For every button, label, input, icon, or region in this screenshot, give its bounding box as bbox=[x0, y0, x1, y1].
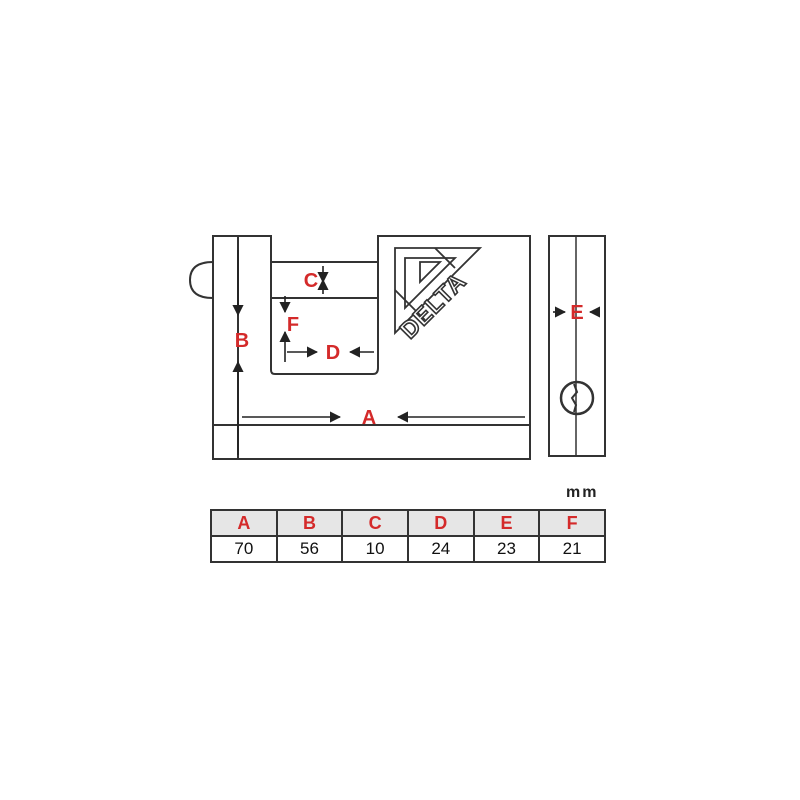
value-e: 23 bbox=[472, 535, 541, 563]
table-row: 70 56 10 24 23 21 bbox=[210, 535, 606, 563]
dim-label-a: A bbox=[362, 407, 376, 429]
unit-label: mm bbox=[566, 484, 599, 501]
dim-label-f: F bbox=[287, 314, 299, 336]
header-e: E bbox=[472, 509, 541, 537]
dim-label-d: D bbox=[326, 342, 340, 364]
keyhole-icon bbox=[559, 380, 595, 416]
value-c: 10 bbox=[341, 535, 409, 563]
padlock-body-outline bbox=[212, 235, 531, 460]
dimensions-table: A B C D E F 70 56 10 24 23 21 bbox=[210, 509, 606, 563]
header-d: D bbox=[406, 509, 475, 537]
dim-label-c: C bbox=[304, 270, 318, 292]
side-bump bbox=[188, 261, 214, 299]
delta-logo bbox=[394, 247, 483, 336]
value-d: 24 bbox=[406, 535, 475, 563]
dim-label-b: B bbox=[235, 330, 249, 352]
header-f: F bbox=[538, 509, 606, 537]
header-c: C bbox=[341, 509, 409, 537]
side-view-body bbox=[548, 235, 606, 457]
header-b: B bbox=[275, 509, 344, 537]
header-a: A bbox=[210, 509, 278, 537]
table-header-row: A B C D E F bbox=[210, 509, 606, 537]
value-f: 21 bbox=[538, 535, 606, 563]
value-a: 70 bbox=[210, 535, 278, 563]
value-b: 56 bbox=[275, 535, 344, 563]
dim-label-e: E bbox=[570, 302, 583, 324]
